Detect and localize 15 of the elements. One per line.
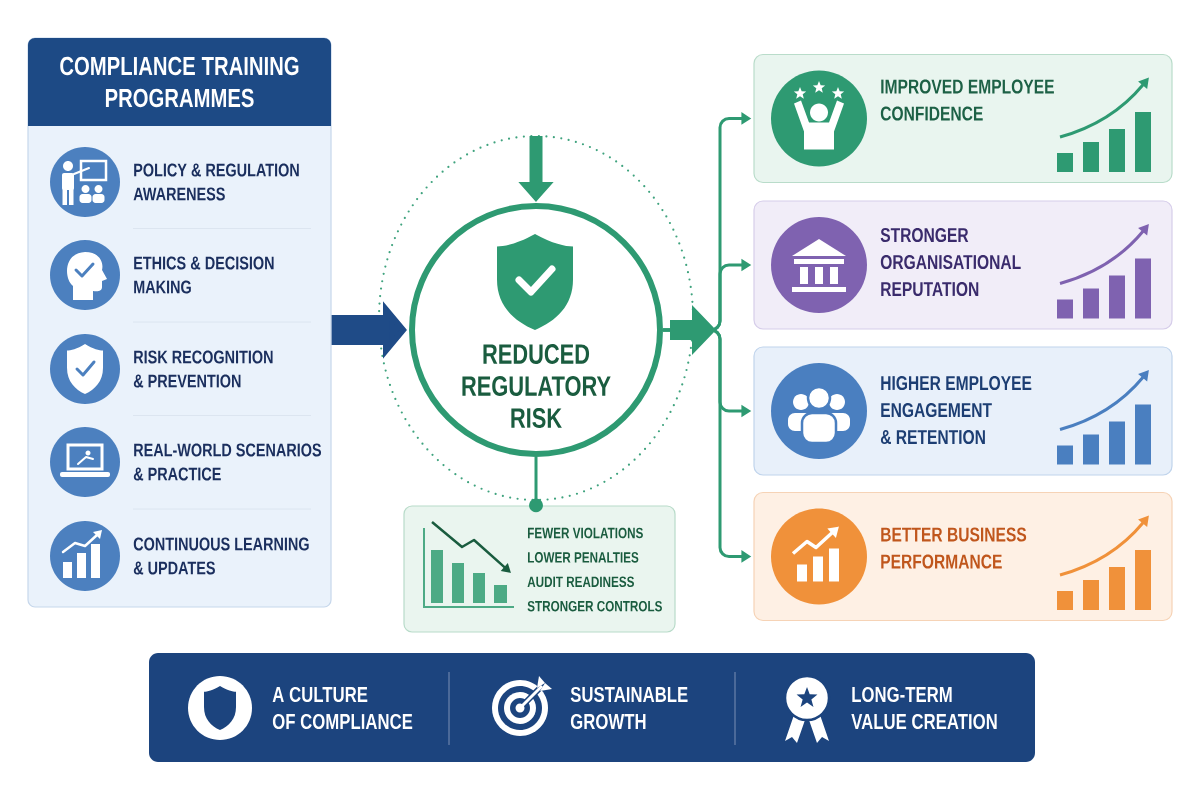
- list-item: AUDIT READINESS: [527, 576, 634, 588]
- block-arrow: [670, 305, 716, 355]
- item-label: ETHICS & DECISION MAKING: [134, 256, 274, 294]
- banner-label: LONG-TERM VALUE CREATION: [851, 686, 997, 730]
- item-label: RISK RECOGNITION & PREVENTION: [133, 350, 273, 388]
- item-label: REAL-WORLD SCENARIOS & PRACTICE: [133, 443, 322, 481]
- list-item: LOWER PENALTIES: [528, 552, 639, 563]
- list-item: STRONGER CONTROLS: [527, 600, 662, 612]
- item-label: POLICY & REGULATION AWARENESS: [133, 163, 299, 201]
- item-label: CONTINUOUS LEARNING & UPDATES: [133, 537, 309, 575]
- heading-band: COMPLIANCE TRAINING PROGRAMMES: [28, 38, 331, 126]
- banner-label: A CULTURE OF COMPLIANCE: [272, 686, 413, 730]
- list-item: FEWER VIOLATIONS: [528, 527, 643, 539]
- connector-line: [529, 457, 543, 513]
- banner-label: SUSTAINABLE GROWTH: [570, 686, 688, 730]
